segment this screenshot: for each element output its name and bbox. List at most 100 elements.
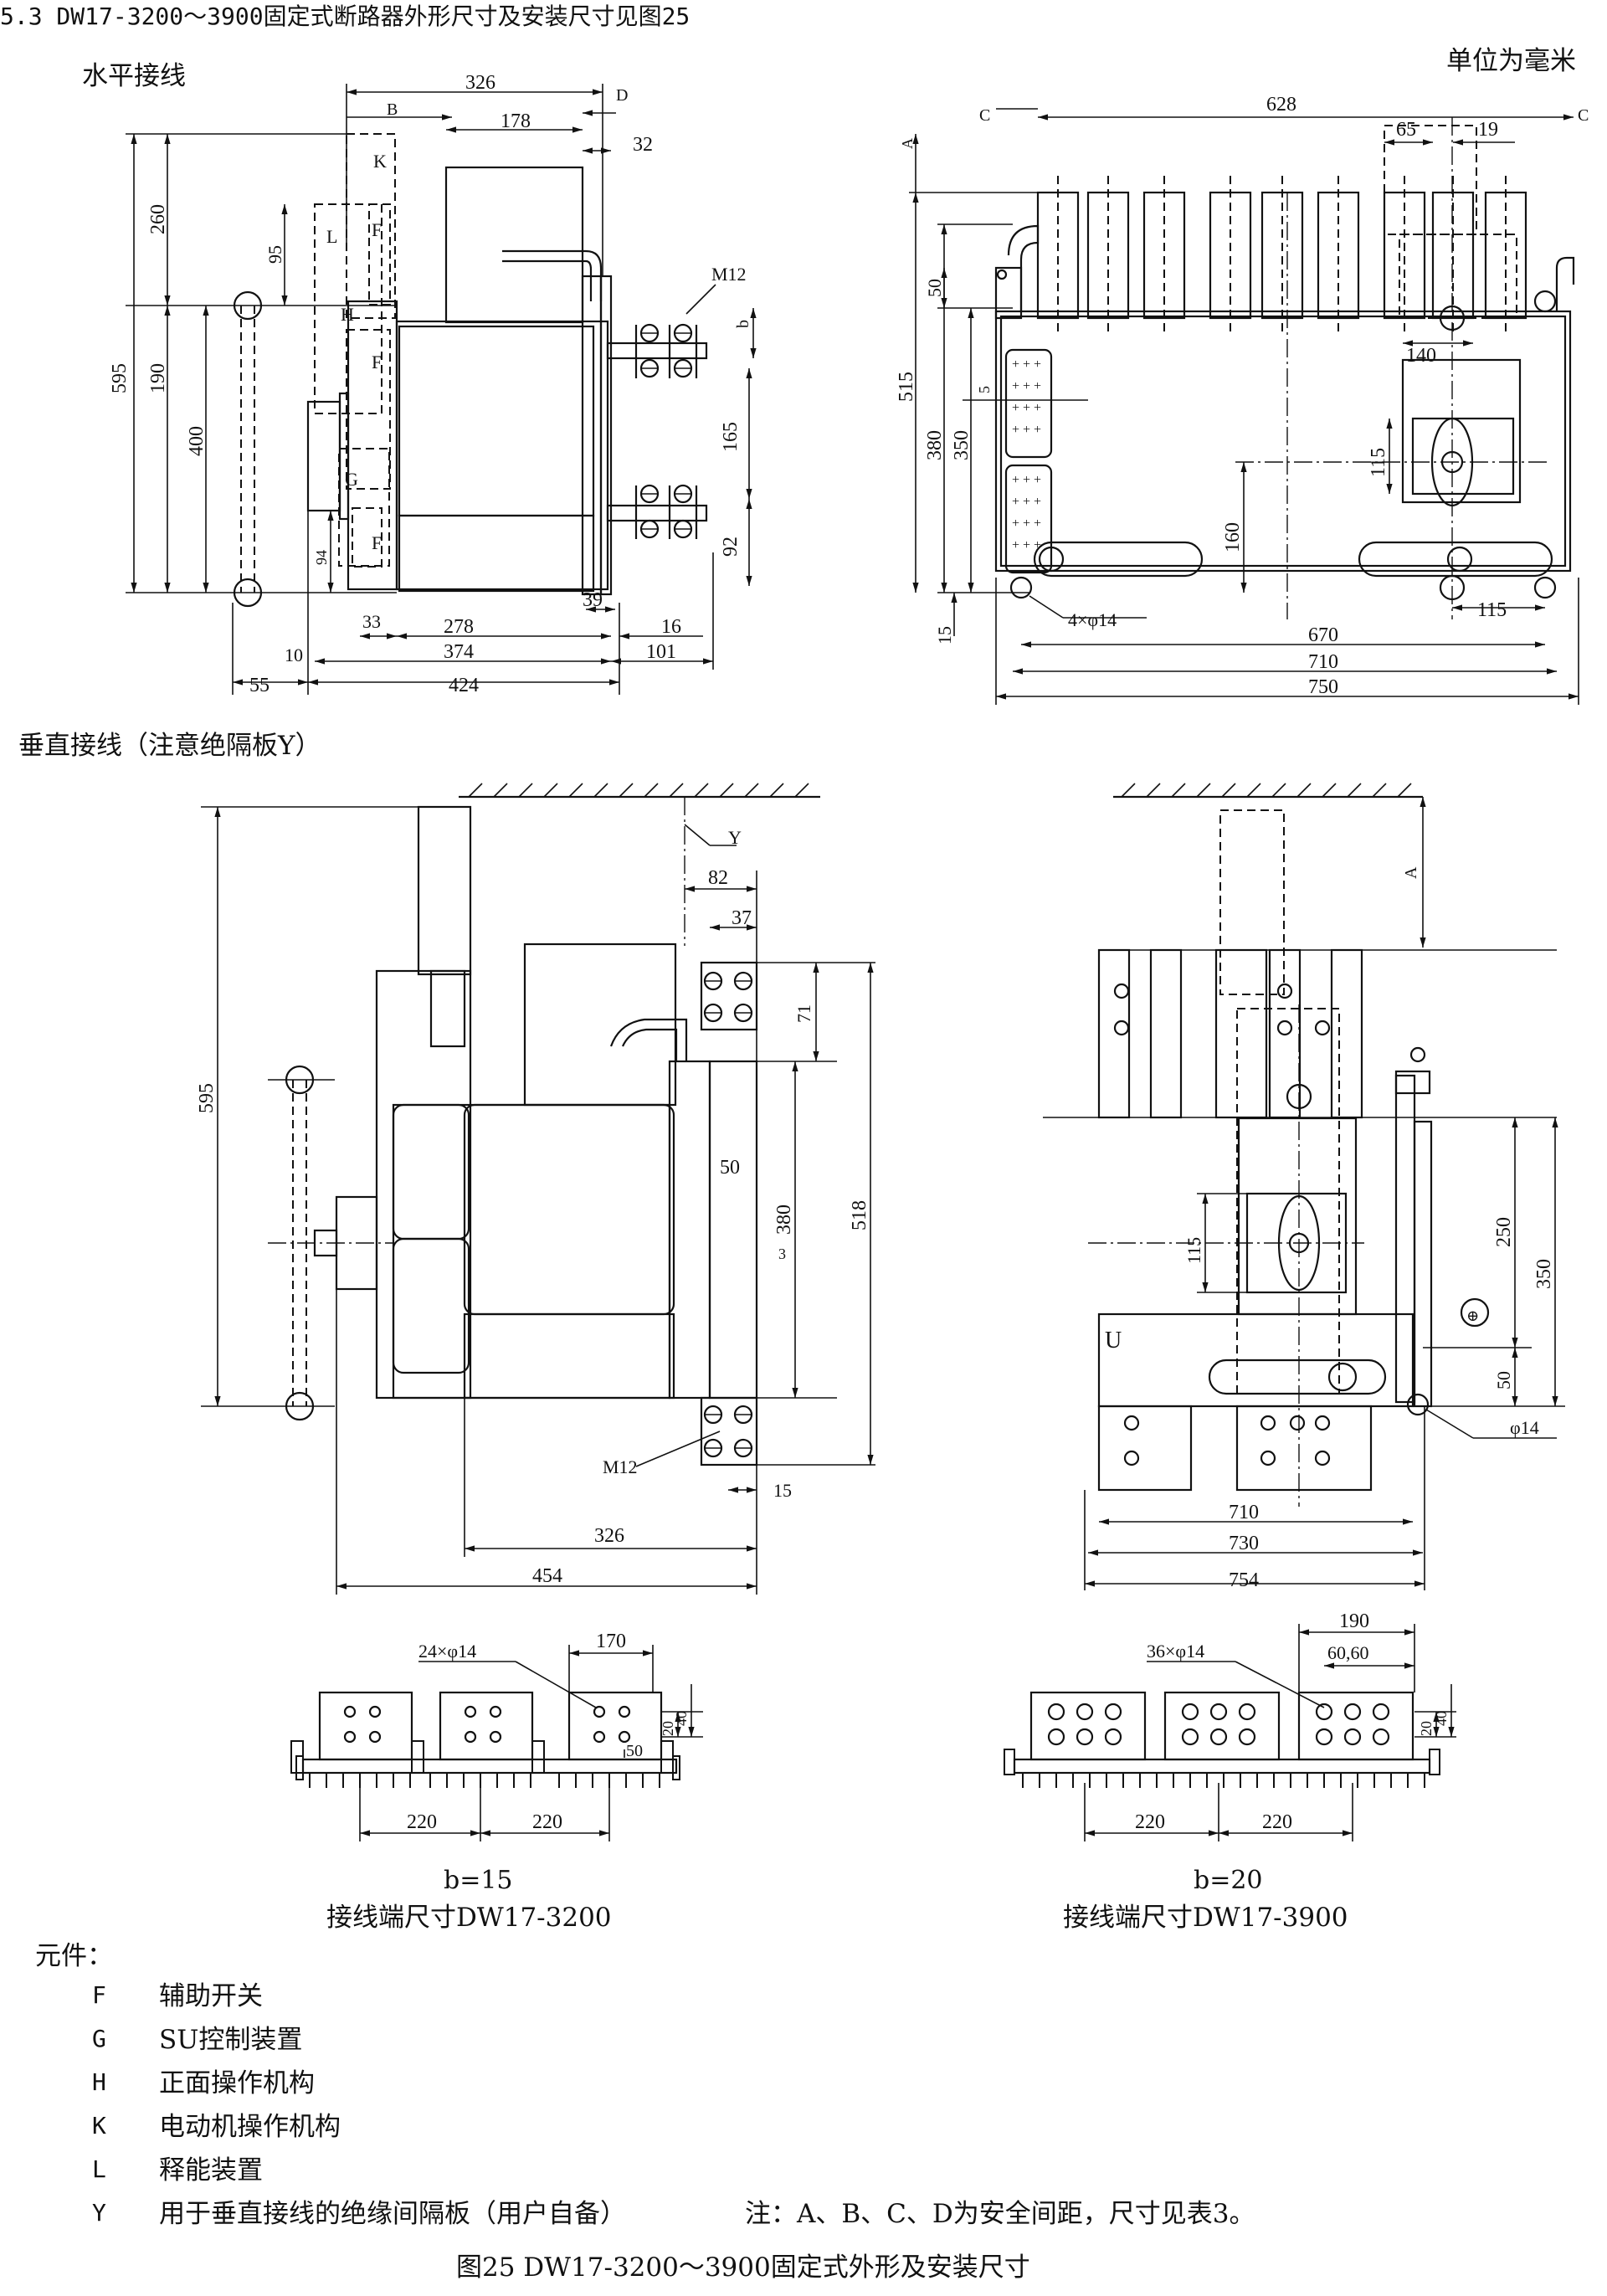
svg-text:754: 754 bbox=[1229, 1569, 1259, 1591]
legend-desc: 释能装置 bbox=[159, 2155, 263, 2186]
svg-text:C: C bbox=[979, 106, 990, 125]
svg-text:326: 326 bbox=[594, 1525, 624, 1547]
svg-text:424: 424 bbox=[449, 675, 479, 696]
svg-text:33: 33 bbox=[362, 611, 381, 632]
svg-text:60,60: 60,60 bbox=[1327, 1642, 1369, 1663]
svg-text:H: H bbox=[341, 304, 354, 325]
terminal-bars bbox=[1036, 176, 1527, 335]
svg-text:710: 710 bbox=[1229, 1502, 1259, 1523]
svg-text:C: C bbox=[1578, 106, 1589, 125]
svg-text:+ + +: + + + bbox=[1012, 516, 1041, 531]
svg-text:40: 40 bbox=[1433, 1711, 1450, 1726]
svg-text:19: 19 bbox=[1478, 119, 1498, 141]
svg-text:A: A bbox=[899, 138, 916, 149]
terminal-caption-2: 接线端尺寸DW17-3900 bbox=[1063, 1903, 1348, 1933]
svg-text:+ + +: + + + bbox=[1012, 473, 1041, 487]
svg-text:G: G bbox=[345, 469, 358, 490]
terminal-detail-3200: 170 24×φ14 40 20 50 220 220 bbox=[290, 1631, 703, 1841]
svg-text:15: 15 bbox=[934, 626, 955, 645]
svg-text:F: F bbox=[372, 352, 382, 372]
terminal-bolts-upper bbox=[606, 323, 708, 378]
svg-text:F: F bbox=[372, 219, 382, 240]
svg-text:92: 92 bbox=[720, 537, 742, 557]
svg-text:454: 454 bbox=[532, 1565, 562, 1587]
svg-text:B: B bbox=[387, 100, 398, 119]
svg-text:190: 190 bbox=[1339, 1610, 1369, 1632]
svg-text:628: 628 bbox=[1266, 94, 1296, 116]
vertical-view-label: 垂直接线（注意绝隔板Y） bbox=[18, 731, 321, 761]
svg-text:24×φ14: 24×φ14 bbox=[418, 1641, 476, 1662]
legend-item: K 电动机操作机构 bbox=[92, 2114, 1264, 2148]
svg-text:278: 278 bbox=[444, 616, 474, 638]
svg-text:326: 326 bbox=[465, 72, 495, 94]
svg-text:670: 670 bbox=[1308, 624, 1338, 646]
svg-text:178: 178 bbox=[501, 110, 531, 132]
svg-text:750: 750 bbox=[1308, 676, 1338, 698]
svg-text:518: 518 bbox=[849, 1200, 870, 1230]
svg-text:350: 350 bbox=[951, 430, 973, 460]
svg-text:165: 165 bbox=[720, 422, 742, 452]
legend-code: Y bbox=[92, 2199, 106, 2227]
svg-text:55: 55 bbox=[249, 675, 270, 696]
legend-code: K bbox=[92, 2112, 106, 2139]
legend-desc: 正面操作机构 bbox=[159, 2068, 315, 2098]
svg-text:115: 115 bbox=[1183, 1237, 1204, 1264]
svg-text:A: A bbox=[1402, 866, 1420, 879]
svg-text:5: 5 bbox=[976, 386, 993, 393]
terminal-bolts-upper bbox=[700, 961, 758, 1031]
terminal-b-value-2: b=20 bbox=[1194, 1866, 1263, 1895]
legend-note: 注：A、B、C、D为安全间距，尺寸见表3。 bbox=[745, 2199, 1255, 2229]
unit-note: 单位为毫米 bbox=[1446, 46, 1576, 76]
terminal-b-value-1: b=15 bbox=[444, 1866, 513, 1895]
svg-text:350: 350 bbox=[1533, 1259, 1555, 1289]
svg-text:50: 50 bbox=[720, 1157, 740, 1179]
svg-text:3: 3 bbox=[778, 1246, 786, 1262]
svg-text:37: 37 bbox=[732, 907, 752, 929]
horizontal-side-view: K L F H F G F 326 B 178 D bbox=[109, 72, 757, 696]
svg-text:36×φ14: 36×φ14 bbox=[1147, 1641, 1204, 1662]
terminal-bolts-lower bbox=[700, 1396, 758, 1466]
horizontal-view-label: 水平接线 bbox=[82, 61, 186, 91]
svg-text:82: 82 bbox=[708, 867, 728, 889]
terminal-caption-1: 接线端尺寸DW17-3200 bbox=[326, 1903, 612, 1933]
legend-title: 元件： bbox=[35, 1941, 113, 1971]
svg-text:L: L bbox=[326, 226, 337, 247]
legend-desc: SU控制装置 bbox=[159, 2025, 303, 2055]
svg-text:730: 730 bbox=[1229, 1533, 1259, 1554]
svg-text:400: 400 bbox=[186, 426, 208, 456]
svg-text:20: 20 bbox=[660, 1721, 676, 1736]
svg-text:101: 101 bbox=[646, 641, 676, 663]
svg-text:φ14: φ14 bbox=[1510, 1417, 1539, 1438]
svg-text:260: 260 bbox=[147, 204, 169, 234]
svg-text:10: 10 bbox=[285, 645, 303, 665]
svg-text:b: b bbox=[734, 320, 752, 328]
svg-text:M12: M12 bbox=[603, 1456, 638, 1477]
svg-text:Y: Y bbox=[728, 827, 742, 848]
svg-text:F: F bbox=[372, 532, 382, 553]
svg-text:380: 380 bbox=[924, 430, 946, 460]
svg-text:94: 94 bbox=[313, 550, 330, 565]
svg-text:71: 71 bbox=[793, 1004, 814, 1023]
svg-text:+ + +: + + + bbox=[1012, 495, 1041, 509]
legend-code: H bbox=[92, 2068, 106, 2096]
svg-text:190: 190 bbox=[147, 363, 169, 393]
svg-text:220: 220 bbox=[1262, 1811, 1292, 1833]
svg-text:140: 140 bbox=[1406, 345, 1436, 367]
svg-text:250: 250 bbox=[1493, 1217, 1515, 1247]
terminal-detail-3900: 190 60,60 36×φ14 40 20 220 220 bbox=[1004, 1610, 1456, 1841]
terminal-bolts-lower bbox=[606, 484, 708, 539]
svg-text:374: 374 bbox=[444, 641, 474, 663]
svg-text:D: D bbox=[616, 86, 628, 105]
legend-code: F bbox=[92, 1981, 106, 2009]
legend-desc: 辅助开关 bbox=[159, 1981, 263, 2011]
svg-text:50: 50 bbox=[626, 1742, 643, 1760]
svg-text:595: 595 bbox=[196, 1083, 218, 1113]
svg-text:32: 32 bbox=[633, 134, 653, 156]
svg-text:+ + +: + + + bbox=[1012, 357, 1041, 372]
svg-text:220: 220 bbox=[532, 1811, 562, 1833]
legend-item: H 正面操作机构 bbox=[92, 2071, 1264, 2104]
legend-code: G bbox=[92, 2025, 106, 2052]
figure-caption: 图25 DW17-3200～3900固定式外形及安装尺寸 bbox=[456, 2252, 1030, 2283]
svg-text:U: U bbox=[1105, 1328, 1122, 1353]
